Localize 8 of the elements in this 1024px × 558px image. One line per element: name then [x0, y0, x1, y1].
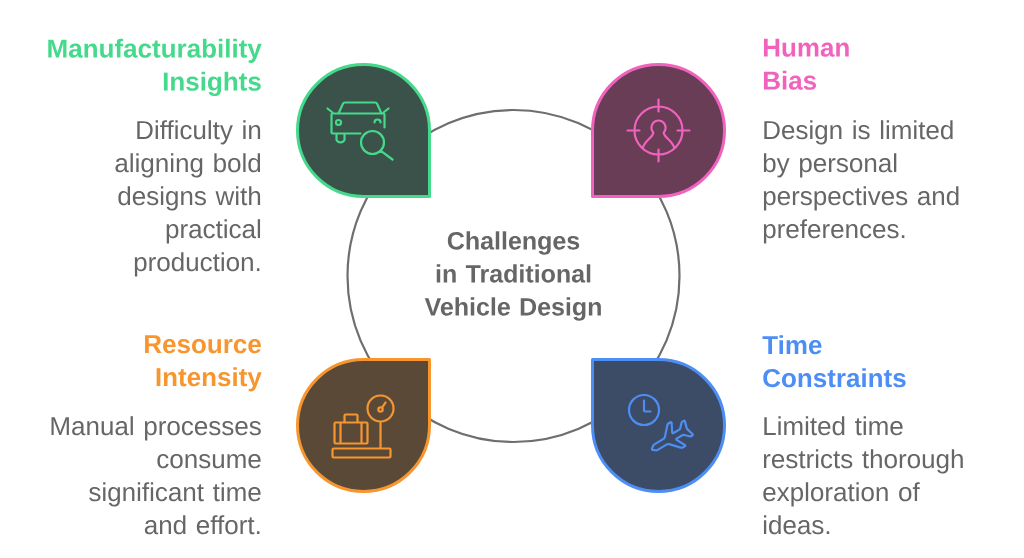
heading: Manufacturability Insights: [48, 38, 262, 97]
description: Difficulty in aligning bold designs with practical production.: [115, 120, 261, 277]
description: Manual processes consume significant time and effort.: [51, 416, 261, 535]
heading: Resource Intensity: [145, 335, 262, 392]
description: Limited time restricts thorough exploration of ideas.: [763, 416, 963, 535]
heading: Human Bias: [763, 38, 849, 90]
heading: Time Constraints: [762, 335, 906, 388]
description: Design is limited by personal perspectives and preferences.: [763, 120, 959, 244]
